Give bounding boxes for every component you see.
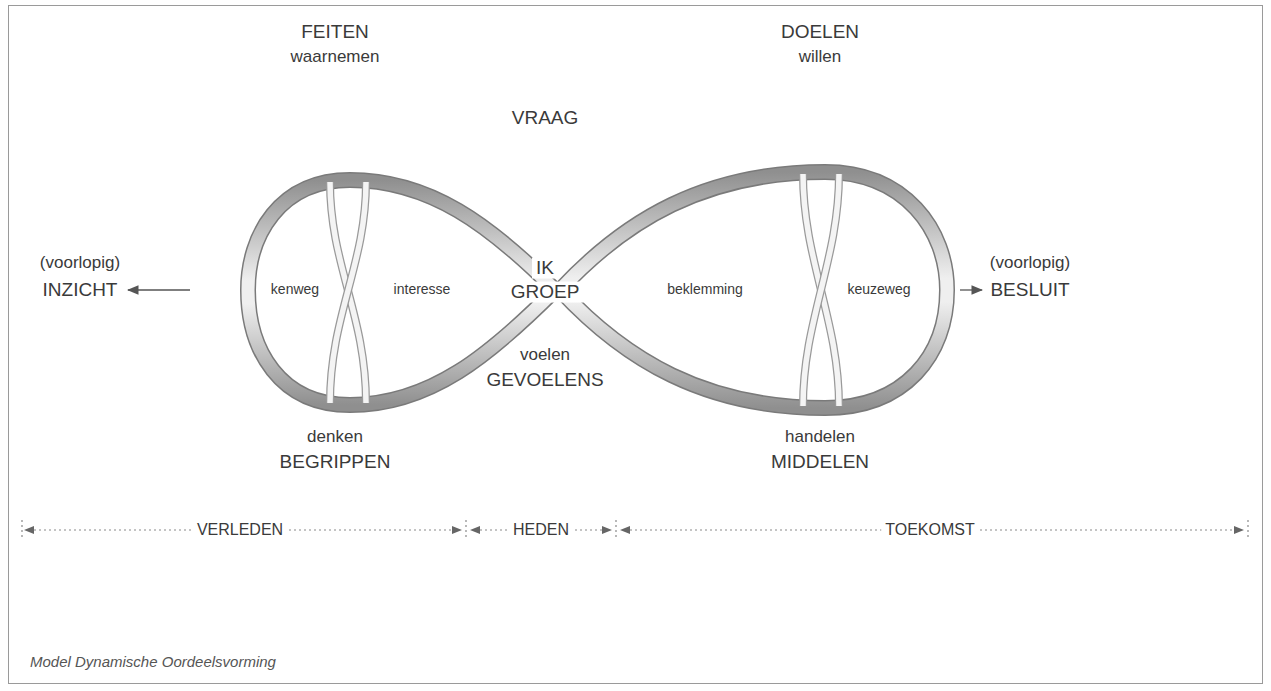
diagram-label: MIDDELEN [771, 452, 869, 473]
diagram-label: BESLUIT [990, 280, 1069, 301]
ribbon-twist [803, 174, 839, 406]
diagram-label: FEITEN [301, 22, 369, 43]
ribbon-twist [803, 174, 839, 406]
diagram-label: TOEKOMST [881, 521, 979, 539]
diagram-label: VRAAG [512, 108, 579, 129]
diagram-label: (voorlopig) [990, 254, 1070, 273]
diagram-label: DOELEN [781, 22, 859, 43]
diagram-label: GROEP [507, 282, 584, 303]
diagram-label: denken [307, 428, 363, 447]
loop-word: kenweg [271, 282, 319, 297]
caption: Model Dynamische Oordeelsvorming [30, 654, 276, 671]
diagram-label: willen [799, 48, 842, 67]
diagram-label: VERLEDEN [193, 521, 287, 539]
loop-word: keuzeweg [847, 282, 910, 297]
diagram-label: INZICHT [43, 280, 118, 301]
loop-word: interesse [394, 282, 451, 297]
timeline [22, 520, 1248, 540]
diagram-label: handelen [785, 428, 855, 447]
diagram-label: (voorlopig) [40, 254, 120, 273]
ribbon-twist [330, 182, 366, 403]
ribbon-edge [560, 172, 947, 408]
loop-band: beklemming keuzeweg [555, 160, 955, 420]
ribbon-band [560, 172, 947, 408]
result-arrow [128, 289, 190, 290]
result-arrow [960, 289, 982, 290]
diagram-label: waarnemen [291, 48, 380, 67]
diagram-label: BEGRIPPEN [280, 452, 391, 473]
diagram-label: GEVOELENS [486, 370, 603, 391]
loop-word: beklemming [667, 282, 742, 297]
diagram-label: voelen [520, 346, 570, 365]
diagram-label: HEDEN [509, 521, 573, 539]
frame [9, 6, 1263, 684]
diagram-label: IK [532, 258, 558, 279]
ribbon-twist [330, 182, 366, 403]
